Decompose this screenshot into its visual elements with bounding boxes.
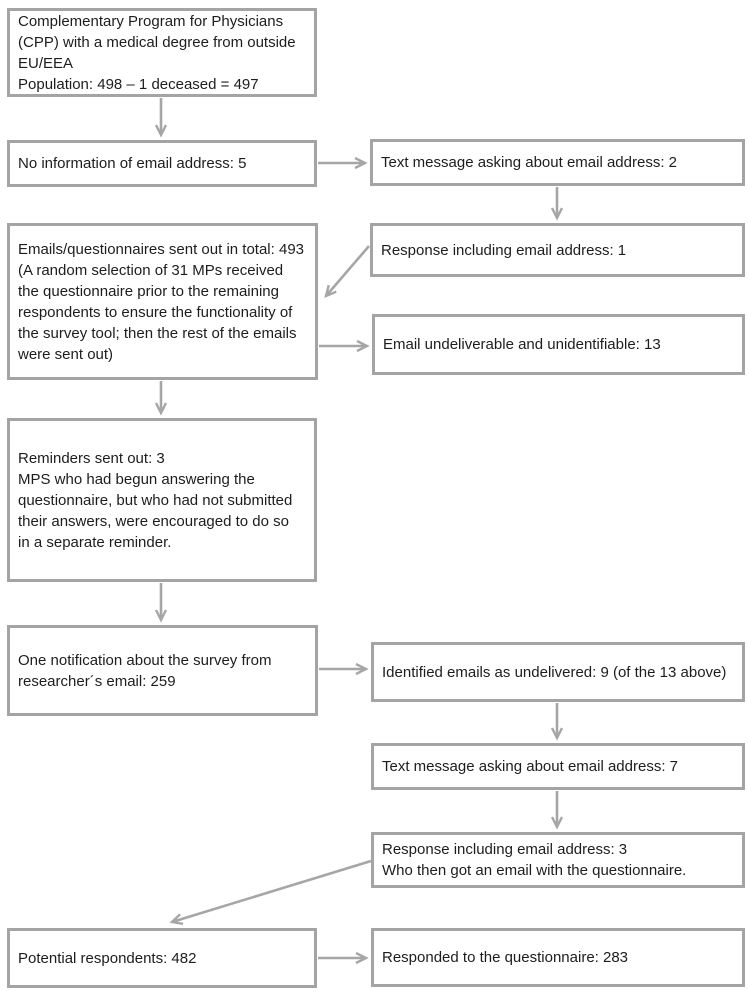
node-no-email-info: No information of email address: 5 — [7, 140, 317, 187]
node-notification: One notification about the survey from r… — [7, 625, 318, 716]
node-undeliverable: Email undeliverable and unidentifiable: … — [372, 314, 745, 375]
node-emails-sent: Emails/questionnaires sent out in total:… — [7, 223, 318, 380]
node-potential-respondents: Potential respondents: 482 — [7, 928, 317, 988]
node-responded: Responded to the questionnaire: 283 — [371, 928, 745, 987]
node-response-email-3: Response including email address: 3 Who … — [371, 832, 745, 888]
node-reminders: Reminders sent out: 3 MPS who had begun … — [7, 418, 317, 582]
arrow-response-email-1-to-emails-sent — [326, 245, 370, 296]
arrow-response-email-3-to-potential-respondents — [172, 859, 372, 922]
node-response-email-1: Response including email address: 1 — [370, 223, 745, 277]
node-text-message-2: Text message asking about email address:… — [371, 743, 745, 790]
node-text-message-1: Text message asking about email address:… — [370, 139, 745, 186]
node-identified-undelivered: Identified emails as undelivered: 9 (of … — [371, 642, 745, 702]
node-population: Complementary Program for Physicians (CP… — [7, 8, 317, 97]
